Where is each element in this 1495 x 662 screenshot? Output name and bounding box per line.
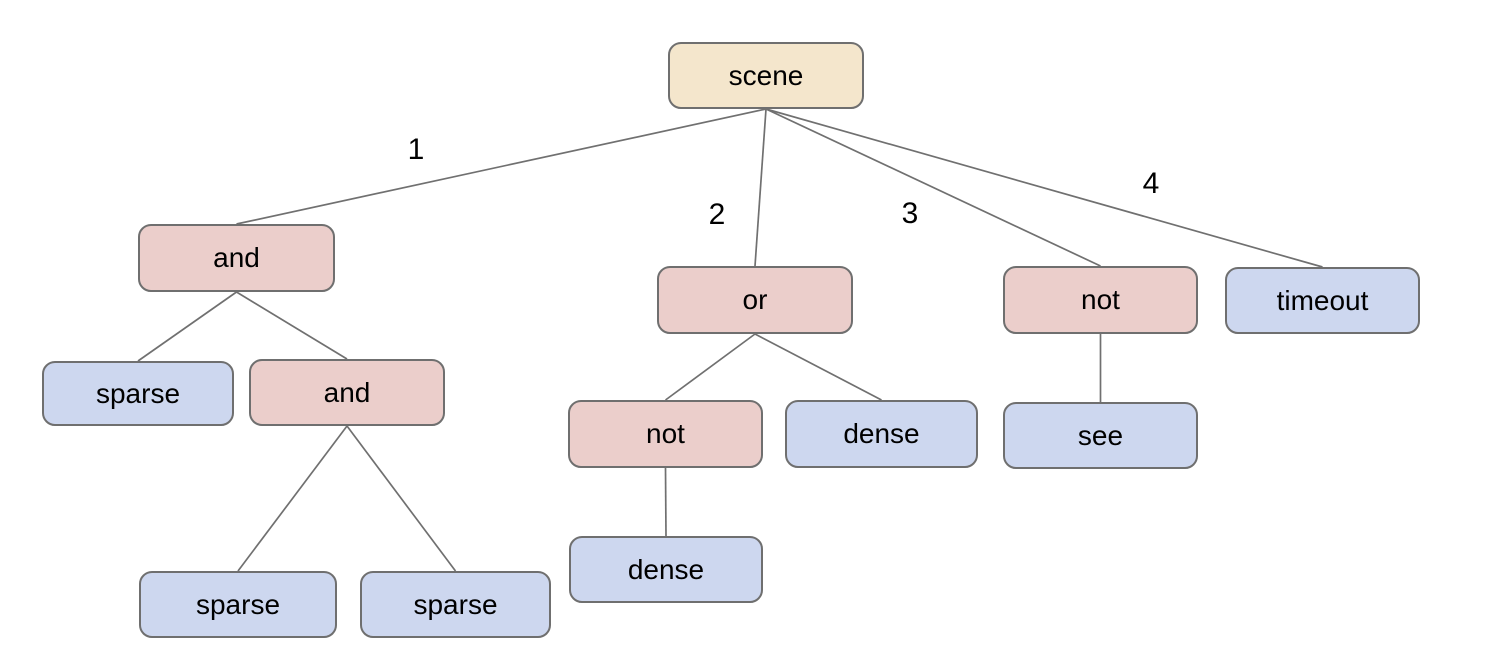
tree-node-not2: not [568,400,763,468]
tree-edge-and1-and2 [236,291,348,360]
tree-node-scene: scene [668,42,864,109]
tree-edge-and2-sparse3 [346,425,457,572]
tree-edge-and1-sparse1 [137,291,237,362]
tree-edge-scene-not1 [765,108,1101,267]
tree-node-sparse3: sparse [360,571,551,638]
tree-node-and1: and [138,224,335,292]
edge-label-3: 3 [901,197,919,230]
tree-node-dense2: dense [569,536,763,603]
tree-edge-and2-sparse2 [237,425,348,572]
tree-node-and2: and [249,359,445,426]
tree-node-sparse1: sparse [42,361,234,426]
edge-label-1: 1 [407,133,425,166]
tree-node-timeout: timeout [1225,267,1420,334]
tree-edge-or1-not2 [664,333,756,401]
tree-edge-or1-dense1 [754,333,882,401]
tree-edge-scene-or1 [754,108,767,267]
tree-node-not1: not [1003,266,1198,334]
edge-label-4: 4 [1142,167,1160,200]
tree-edge-scene-and1 [236,108,767,225]
tree-edge-not2-dense2 [664,467,667,537]
tree-node-or1: or [657,266,853,334]
tree-edge-scene-timeout [765,108,1323,268]
tree-node-dense1: dense [785,400,978,468]
tree-node-see: see [1003,402,1198,469]
tree-node-sparse2: sparse [139,571,337,638]
edge-label-2: 2 [708,198,726,231]
